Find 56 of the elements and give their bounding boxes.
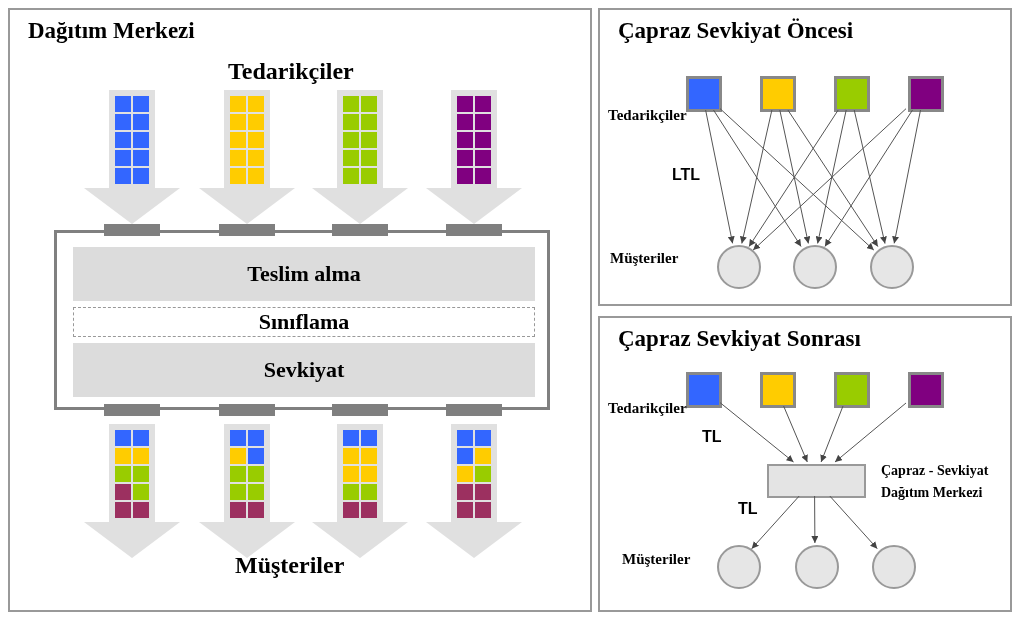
customer-circle (717, 545, 761, 589)
supplier-square (686, 372, 722, 408)
zone-label: Teslim alma (246, 261, 362, 287)
facility-box (54, 230, 550, 410)
zone-band (73, 307, 535, 337)
transport-mode-label: TL (738, 500, 758, 518)
arrow (719, 402, 794, 463)
zone-band (73, 247, 535, 301)
zone-label: Sevkiyat (262, 357, 346, 383)
arrow (748, 109, 839, 248)
arrow (752, 108, 907, 251)
arrow (853, 109, 887, 245)
arrow (820, 405, 844, 463)
supplier-square (834, 76, 870, 112)
supplier-square (760, 76, 796, 112)
panel (8, 8, 592, 612)
arrow (824, 109, 913, 247)
customer-circle (793, 245, 837, 289)
supplier-square (908, 372, 944, 408)
zone-label: Sınıflama (257, 309, 351, 335)
arrow (815, 109, 847, 244)
arrow (783, 405, 808, 463)
supplier-square (834, 372, 870, 408)
customer-circle (872, 545, 916, 589)
arrow (892, 109, 921, 244)
panel (598, 316, 1012, 612)
arrow (705, 109, 735, 244)
arrow (713, 109, 802, 247)
row-label: Müşteriler (610, 250, 679, 267)
arrow (739, 109, 773, 244)
arrow (811, 495, 819, 544)
arrow (834, 402, 907, 463)
customer-circle (870, 245, 914, 289)
transport-mode-label: LTL (672, 166, 701, 184)
supplier-square (686, 76, 722, 112)
arrow (719, 108, 875, 251)
panel-title: Dağıtım Merkezi (28, 18, 195, 44)
arrow (779, 109, 811, 244)
row-label: Tedarikçiler (228, 58, 354, 85)
zone-band (73, 343, 535, 397)
arrow (751, 495, 800, 550)
row-label: Müşteriler (235, 552, 345, 579)
customer-circle (795, 545, 839, 589)
row-label: Tedarikçiler (608, 107, 687, 124)
row-label: Müşteriler (622, 551, 691, 568)
panel-title: Çapraz Sevkiyat Öncesi (618, 18, 854, 44)
row-label: Tedarikçiler (608, 400, 687, 417)
supplier-square (760, 372, 796, 408)
panel (598, 8, 1012, 306)
node-caption: Çapraz - Sevkiyat Dağıtım Merkezi (881, 462, 990, 502)
arrow (829, 495, 878, 550)
panel-title: Çapraz Sevkiyat Sonrası (618, 326, 861, 352)
arrow (787, 109, 879, 248)
transport-mode-label: TL (702, 428, 722, 446)
supplier-square (908, 76, 944, 112)
customer-circle (717, 245, 761, 289)
